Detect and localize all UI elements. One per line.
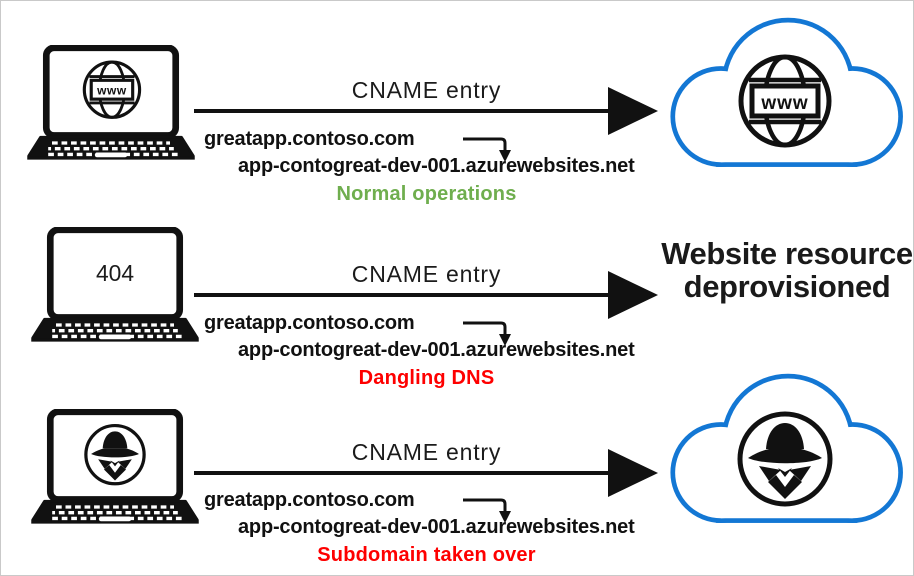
row-status-text: Normal operations [336,183,517,205]
row-status-text: Dangling DNS [358,367,495,389]
laptop-icon: 404 [31,227,199,345]
cloud-destination [659,9,909,173]
spy-icon [735,409,835,509]
azure-hostname-text: app-contogreat-dev-001.azurewebsites.net [238,339,635,361]
laptop-icon [31,409,199,527]
cname-entry-label: CNAME entry [351,261,502,287]
cloud-destination [659,365,909,529]
globe-www-icon [735,51,835,151]
cname-entry-label: CNAME entry [351,439,502,465]
custom-domain-text: greatapp.contoso.com [204,128,415,150]
azure-hostname-text: app-contogreat-dev-001.azurewebsites.net [238,516,635,538]
row-status-text: Subdomain taken over [317,544,536,566]
spy-icon [84,423,146,486]
globe-www-icon [82,60,142,119]
cname-entry-label: CNAME entry [351,77,502,103]
custom-domain-text: greatapp.contoso.com [204,312,415,334]
laptop-screen-404-text: 404 [96,260,134,286]
azure-hostname-text: app-contogreat-dev-001.azurewebsites.net [238,155,635,177]
laptop-icon [27,45,195,163]
custom-domain-text: greatapp.contoso.com [204,489,415,511]
deprovisioned-text: Website resource deprovisioned [661,236,913,304]
